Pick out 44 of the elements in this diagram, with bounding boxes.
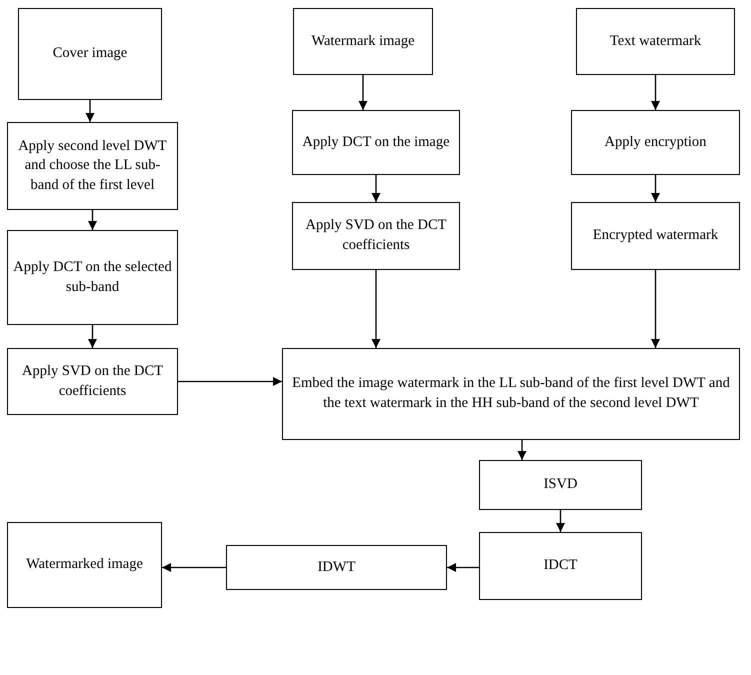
box-label: IDCT (544, 556, 578, 576)
box-label: Apply DCT on the selected sub-band (12, 258, 173, 296)
arrow (518, 440, 526, 460)
process-box (479, 532, 642, 600)
box-label: Apply second level DWT and choose the LL sub-band of the first level (17, 136, 168, 195)
arrow (162, 563, 226, 572)
arrow (86, 100, 94, 122)
arrow (372, 175, 380, 202)
process-box (7, 122, 178, 210)
arrow (372, 270, 380, 348)
process-box (292, 202, 460, 270)
arrow (88, 210, 97, 230)
arrow (651, 75, 660, 110)
arrow (178, 377, 282, 386)
process-box (18, 8, 162, 100)
arrow (447, 563, 479, 572)
process-box (226, 545, 447, 590)
process-box (479, 460, 642, 510)
arrow (651, 175, 660, 202)
box-label: Embed the image watermark in the LL sub-band of the first level DWT and the text watermark in the HH sub-band of the second level DWT (291, 374, 731, 413)
process-box (292, 110, 460, 175)
arrow (556, 510, 565, 532)
process-box (7, 522, 162, 608)
box-label: IDWT (318, 558, 356, 577)
process-box (571, 110, 740, 175)
process-box (576, 8, 735, 75)
arrow (358, 75, 368, 110)
box-label: Text watermark (610, 32, 702, 51)
box-label: Cover image (52, 44, 128, 64)
process-box (7, 348, 178, 415)
box-label: Encrypted watermark (592, 226, 718, 246)
box-label: Watermark image (311, 32, 415, 51)
box-label: Apply SVD on the DCT coefficients (21, 362, 164, 400)
process-box (7, 230, 178, 325)
arrow (88, 325, 97, 348)
process-box (293, 8, 433, 75)
box-label: Apply encryption (604, 132, 706, 152)
box-label: Apply SVD on the DCT coefficients (304, 216, 448, 255)
box-label: ISVD (544, 475, 578, 494)
box-label: Apply DCT on the image (302, 132, 450, 152)
process-box (282, 348, 740, 440)
box-label: Watermarked image (26, 555, 143, 574)
arrow (651, 270, 660, 348)
process-box (571, 202, 740, 270)
